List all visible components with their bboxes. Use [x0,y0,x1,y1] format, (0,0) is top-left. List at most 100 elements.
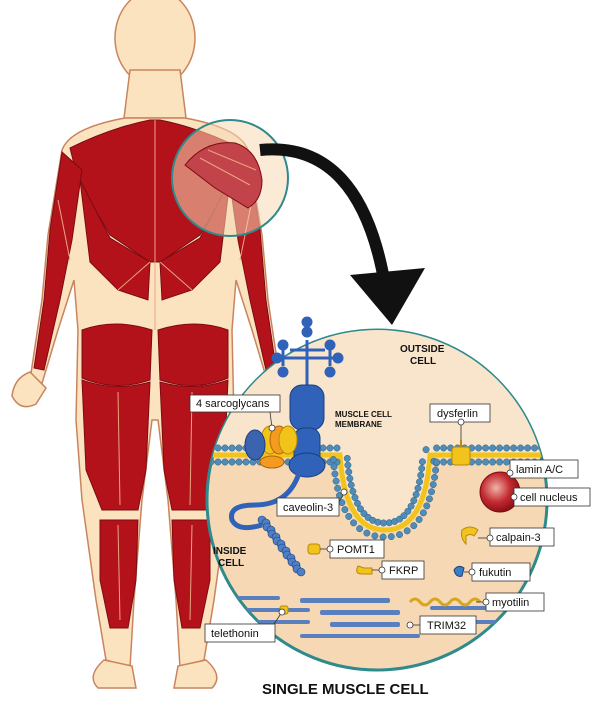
membrane-bead [326,444,334,452]
caveolin-label: caveolin-3 [283,502,333,514]
membrane-bead [531,444,539,452]
inside-cell-label-1: INSIDE [213,546,247,557]
membrane-bead [412,491,420,498]
callout-texts: 4 sarcoglycans dysferlin lamin A/C cell … [196,398,578,640]
fukutin-label: fukutin [479,567,511,579]
membrane-bead [332,477,340,485]
membrane-bead [345,468,353,476]
myofilaments [220,596,500,638]
membrane-bead [349,487,357,495]
membrane-bead [440,444,448,452]
membrane-bead [433,458,441,466]
membrane-bead [503,458,511,466]
human-body-figure [11,0,299,689]
outside-cell-label-2: CELL [410,356,436,367]
actin-bead [296,567,306,577]
membrane-bead [404,507,412,515]
telethonin-label: telethonin [211,628,259,640]
calpain-3-protein [461,526,479,546]
membrane-label-2: MEMBRANE [335,420,383,429]
membrane-bead [410,522,418,530]
membrane-bead [363,529,371,537]
membrane-bead [422,446,430,454]
membrane-bead [489,444,497,452]
region-labels: OUTSIDE CELL INSIDE CELL MUSCLE CELL MEM… [213,344,445,569]
membrane-bead [228,458,236,466]
membrane-bead [380,519,387,527]
diagram-title: SINGLE MUSCLE CELL [262,681,429,698]
membrane-bead [415,516,423,523]
membrane-bead [341,506,349,514]
membrane-bead [346,475,354,482]
membrane-bead [221,458,229,466]
membrane-bead [414,484,422,492]
membrane-bead [407,502,415,510]
membrane-bead [503,444,511,452]
membrane-bead [545,444,547,452]
membrane-bead [431,473,438,481]
membrane-bead [344,461,352,469]
membrane-bead [429,481,437,489]
membrane-bead [410,497,418,504]
pomt1-label: POMT1 [337,544,375,556]
outside-cell-label-1: OUTSIDE [400,344,445,355]
membrane-bead [524,444,532,452]
membrane-bead [350,519,358,527]
membrane-bead [330,463,338,471]
sarcoglycans-label: 4 sarcoglycans [196,398,270,410]
membrane-bead [228,444,236,452]
membrane-bead [356,505,364,513]
membrane-bead [354,499,361,507]
membrane-bead [432,466,440,474]
membrane-bead [418,458,426,466]
membrane-bead [374,518,382,526]
lamin-label: lamin A/C [516,464,563,476]
zoom-arrow [259,143,425,325]
cell-nucleus-label: cell nucleus [520,492,578,504]
membrane-bead [416,478,423,486]
membrane-bead [510,444,518,452]
membrane-bead [425,495,433,503]
membrane-bead [347,481,355,489]
membrane-label-1: MUSCLE CELL [335,410,392,419]
membrane-bead [356,525,364,533]
dysferlin-label: dysferlin [437,408,478,420]
membrane-bead [331,470,339,478]
membrane-bead [334,484,342,492]
membrane-bead [433,444,441,452]
pomt1-protein [307,543,321,555]
dystrophin-chain [229,469,303,531]
membrane-bead [345,512,353,520]
membrane-bead [496,458,504,466]
myotilin-strand [408,597,482,607]
membrane-bead [221,444,229,452]
membrane-bead [235,458,243,466]
membrane-bead [351,494,359,502]
sarcoglycan-complex [244,425,298,469]
membrane-bead [242,458,250,466]
membrane-core [207,452,547,533]
calpain-label: calpain-3 [496,532,541,544]
membrane-bead [475,458,483,466]
muscle-fiber-lines [57,120,253,621]
membrane-bead [329,456,337,464]
membrane-bead [371,532,379,540]
fkrp-label: FKRP [389,565,418,577]
dysferlin-protein [451,440,471,466]
membrane-bead [423,502,431,510]
membrane-bead [387,533,395,541]
membrane-bead [333,444,341,452]
membrane-bead [496,444,504,452]
membrane-bead [440,458,448,466]
membrane-bead [417,471,425,479]
membrane-bead [235,444,243,452]
membrane-bead [379,533,387,541]
inside-cell-label-2: CELL [218,558,244,569]
membrane-bead [566,445,572,451]
membrane-bead [428,488,435,496]
membrane-bead [396,531,403,539]
membrane-bead [517,444,525,452]
membrane-bead [475,444,483,452]
membrane-bead [559,445,565,451]
